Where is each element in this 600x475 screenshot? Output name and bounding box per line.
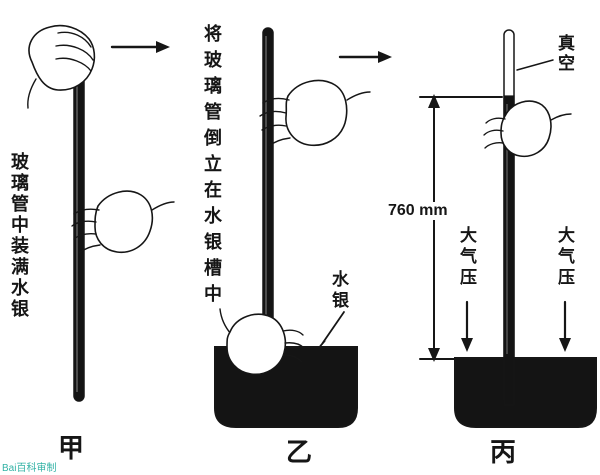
panel-jia	[27, 24, 175, 402]
hand-icon	[483, 100, 572, 158]
mercury-label-pointer-icon	[318, 311, 345, 350]
panel-yi-note: 将玻璃管倒立在水银槽中	[202, 24, 222, 310]
mercury-label: 水银	[329, 270, 348, 312]
vacuum-label-pointer-icon	[516, 59, 554, 71]
barometer-tube	[503, 29, 515, 406]
step-arrow-icon	[110, 41, 170, 53]
hand-icon	[71, 190, 175, 254]
panel-jia-note: 玻璃管中装满水银	[9, 152, 29, 320]
hand-icon	[259, 79, 371, 147]
hand-icon	[27, 24, 96, 109]
watermark: Bai百科审制	[2, 463, 57, 474]
glass-tube-mercury-filled	[73, 32, 85, 402]
pressure-label-left: 大气压	[457, 226, 476, 289]
mercury-trough	[454, 357, 597, 428]
panel-bing-caption: 丙	[490, 437, 517, 467]
hand-icon	[219, 308, 305, 376]
pressure-arrow-left-icon	[461, 300, 473, 352]
panel-yi-caption: 乙	[286, 437, 313, 467]
pressure-label-right: 大气压	[555, 226, 574, 289]
height-measure-arrow	[419, 94, 503, 362]
vacuum-label: 真空	[555, 34, 574, 74]
glass-tube-inverted	[262, 27, 274, 391]
panel-jia-caption: 甲	[58, 433, 85, 463]
step-arrow-icon	[338, 51, 392, 63]
panel-bing	[419, 29, 597, 428]
height-label: 760 mm	[386, 202, 450, 220]
panel-yi	[214, 27, 392, 428]
pressure-arrow-right-icon	[559, 300, 571, 352]
